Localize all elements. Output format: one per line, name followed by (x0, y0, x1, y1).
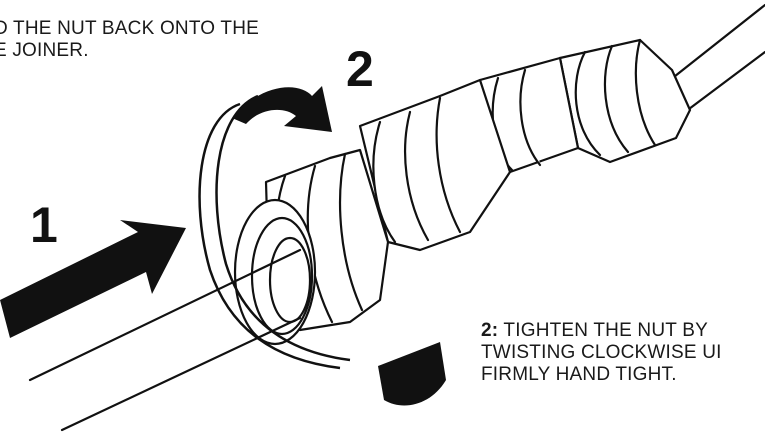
push-arrow-icon (0, 220, 186, 338)
step2-caption-line2: TWISTING CLOCKWISE UI (481, 342, 722, 363)
step2-caption-label: 2: (481, 320, 499, 341)
step1-caption-line1: D THE NUT BACK ONTO THE (0, 18, 260, 39)
step1-caption-line2: E JOINER. (0, 40, 89, 61)
twist-arrow-icon (232, 86, 332, 132)
step-number-2: 2 (346, 41, 374, 97)
step2-caption-line1: 2: TIGHTEN THE NUT BY (481, 320, 722, 342)
twist-band-lower (378, 342, 446, 406)
front-face (233, 198, 317, 346)
cable-right (663, 3, 765, 114)
step2-caption-line3: FIRMLY HAND TIGHT. (481, 364, 677, 385)
step1-caption: D THE NUT BACK ONTO THE E JOINER. (0, 18, 259, 62)
step2-caption: 2: TIGHTEN THE NUT BY TWISTING CLOCKWISE… (481, 320, 722, 386)
rotation-ring (198, 94, 351, 370)
step2-caption-line1-text: TIGHTEN THE NUT BY (498, 320, 708, 341)
cable-left (28, 248, 302, 432)
step-number-1: 1 (30, 197, 58, 253)
middle-body (358, 78, 512, 252)
